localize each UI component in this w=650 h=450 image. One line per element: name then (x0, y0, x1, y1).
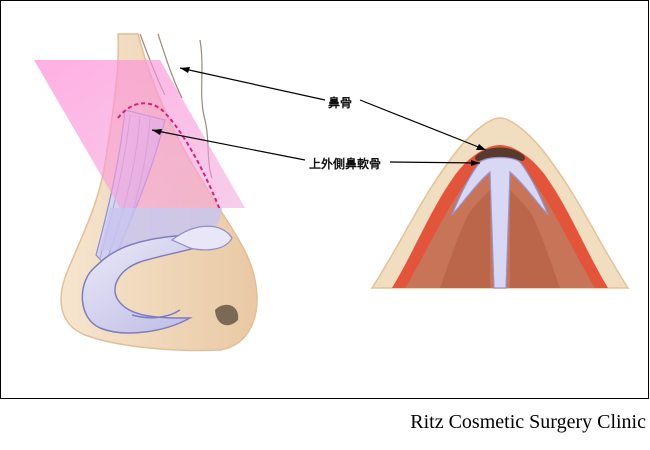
leader-lines (151, 67, 487, 166)
nasal-bone-pointer-right (359, 99, 487, 151)
side-view-nose (34, 33, 258, 352)
cartilage-section (451, 156, 549, 289)
pink-highlight-area (34, 60, 245, 208)
upper-lateral-cartilage-outline (117, 102, 221, 211)
alar-cartilage (81, 234, 223, 334)
upper-lateral-cartilage-label: 上外側鼻軟骨 (309, 157, 382, 171)
nasal-bone-section (475, 147, 525, 161)
nose-anatomy-illustration (34, 33, 630, 352)
cross-section-nose (370, 117, 630, 289)
cartilage-pointer-right (389, 161, 481, 164)
cartilage-pointer-left (151, 129, 306, 161)
nasal-bone-label: 鼻骨 (328, 96, 353, 110)
clinic-credit: Ritz Cosmetic Surgery Clinic (410, 411, 646, 433)
nasal-bone-pointer-left (179, 67, 326, 101)
